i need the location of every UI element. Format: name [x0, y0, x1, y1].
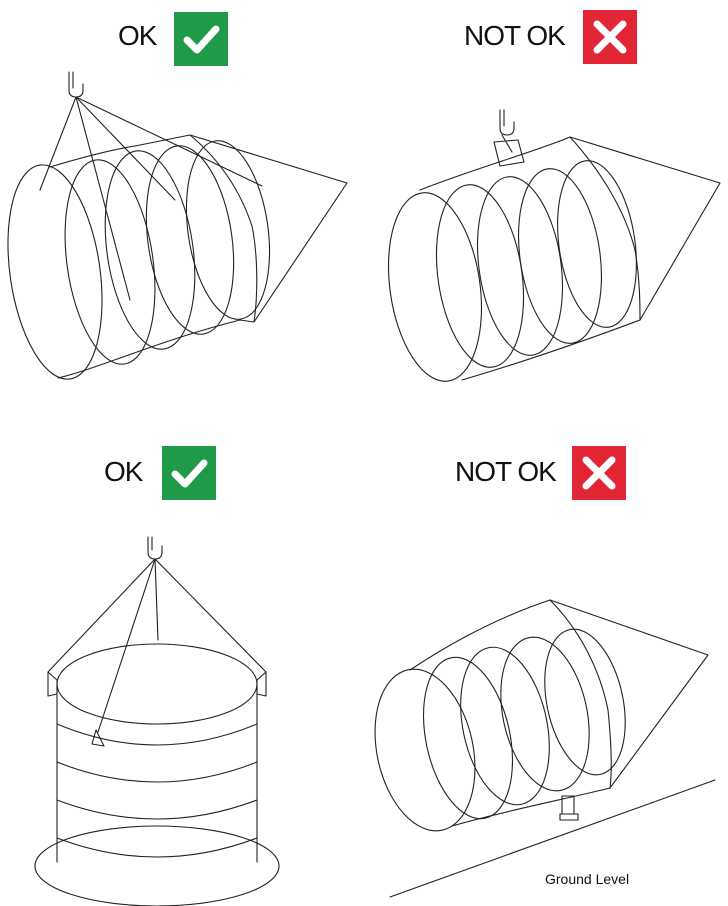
hook-3 — [148, 537, 162, 559]
panel-3-drawing — [35, 537, 279, 906]
panel-1-drawing — [0, 72, 347, 385]
hook-2 — [500, 110, 514, 135]
ground-level-label: Ground Level — [545, 872, 629, 886]
panel-2-drawing — [377, 110, 720, 387]
hook-1 — [69, 72, 83, 97]
panel-4-drawing — [361, 600, 715, 897]
